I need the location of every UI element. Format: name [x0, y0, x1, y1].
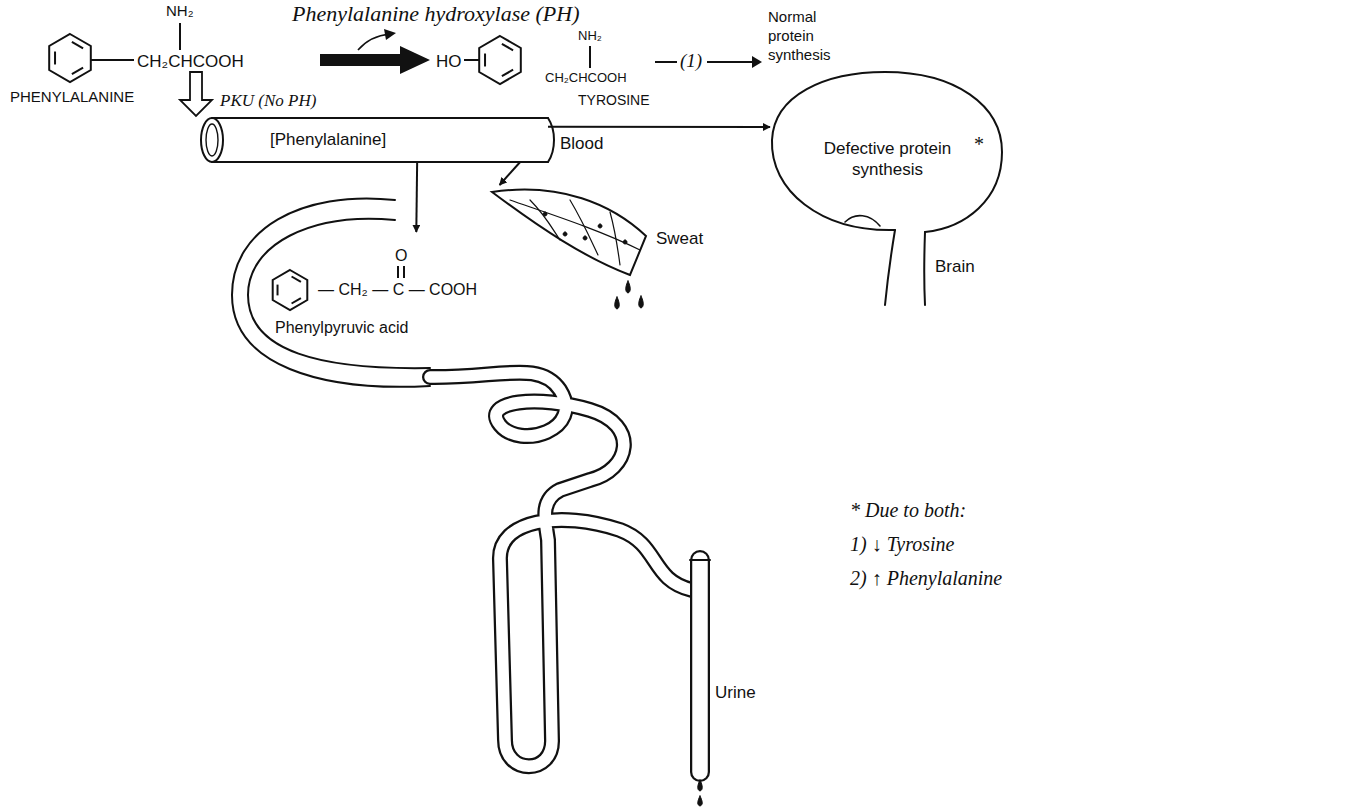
outline-stroke [772, 72, 1002, 232]
label: 2) ↑ Phenylalanine [850, 566, 1002, 591]
outline-stroke [639, 296, 644, 308]
hollow-arrow [180, 72, 212, 116]
bond [589, 46, 591, 68]
brain: Defective protein synthesisBrain [770, 70, 1005, 305]
connector-arrow [500, 162, 521, 185]
ring-bond [72, 68, 83, 74]
reaction-arrow [320, 46, 430, 74]
bond [91, 59, 134, 61]
label: * [974, 132, 984, 157]
label: CH₂CHCOOH [137, 51, 244, 72]
label: — CH₂ — C — COOH [318, 280, 477, 300]
blood-vessel: [Phenylalanine] [200, 118, 548, 162]
label: NH₂ [166, 2, 194, 21]
outline-stroke [530, 200, 560, 240]
ring-bond [72, 42, 83, 48]
arrow-head [752, 56, 762, 68]
skin: Sweat [488, 185, 720, 315]
outline-stroke [510, 200, 640, 250]
label: Phenylalanine hydroxylase (PH) [292, 0, 580, 28]
outline-stroke [698, 796, 703, 806]
label: CH₂CHCOOH [545, 70, 627, 86]
label: Normal protein synthesis [768, 8, 853, 64]
outline-stroke [430, 373, 692, 767]
ring-bond [54, 52, 56, 65]
benzene-ring [479, 36, 521, 84]
label: * Due to both: [850, 498, 966, 523]
bond [179, 23, 181, 50]
pathway-line [655, 61, 677, 63]
outline-stroke [201, 118, 223, 162]
outline-stroke [548, 118, 554, 162]
label: TYROSINE [578, 92, 650, 110]
outline-stroke [692, 560, 708, 772]
arrow-head [384, 29, 396, 40]
outline-stroke [543, 212, 627, 244]
outline-stroke [610, 212, 620, 265]
outline-stroke [492, 190, 646, 275]
node-text: Phenylpyruvic acid [275, 318, 408, 338]
label: PHENYLALANINE [10, 88, 134, 107]
label: HO [436, 51, 462, 72]
label: (1) [680, 49, 702, 73]
outline-stroke [212, 117, 548, 119]
outline-stroke [430, 373, 692, 767]
outline-stroke [845, 216, 880, 226]
double-bond [397, 266, 399, 278]
ring-bond [502, 44, 513, 50]
outline-stroke [615, 297, 620, 309]
benzene-ring [49, 34, 91, 82]
outline-stroke [626, 281, 631, 293]
outline-stroke [570, 200, 598, 255]
pathway-line [707, 61, 752, 63]
kidney-nephron: Phenylpyruvic acidUrine [225, 232, 770, 792]
node-text: Sweat [656, 228, 703, 249]
outline-stroke [923, 232, 926, 305]
ring-bond [502, 70, 513, 76]
node-text: Brain [935, 256, 975, 277]
ring-bond [292, 277, 301, 282]
node-text: Defective protein synthesis [805, 138, 970, 181]
label: NH₂ [578, 28, 602, 44]
connector-arrow [548, 126, 770, 128]
node-text: Urine [715, 682, 756, 703]
ring-bond [277, 285, 279, 296]
outline-stroke [212, 161, 548, 163]
outline-stroke [690, 560, 710, 772]
enzyme-arrow [358, 34, 390, 50]
benzene-ring [273, 270, 308, 310]
connector-label: Blood [558, 133, 605, 154]
label: O [395, 246, 407, 266]
kidney-nephron-outline [225, 232, 770, 792]
outline-stroke [690, 559, 710, 561]
label: PKU (No PH) [220, 90, 316, 111]
double-bond [403, 266, 405, 278]
node-text: [Phenylalanine] [270, 129, 386, 150]
connector-arrow [415, 162, 418, 232]
ring-bond [484, 54, 486, 67]
label: 1) ↓ Tyrosine [850, 532, 954, 557]
ring-bond [292, 298, 301, 303]
outline-stroke [698, 780, 703, 791]
outline-stroke [206, 124, 218, 156]
outline-stroke [885, 230, 895, 305]
skin-outline [488, 185, 720, 315]
molecules [49, 23, 590, 310]
bond [464, 59, 479, 61]
